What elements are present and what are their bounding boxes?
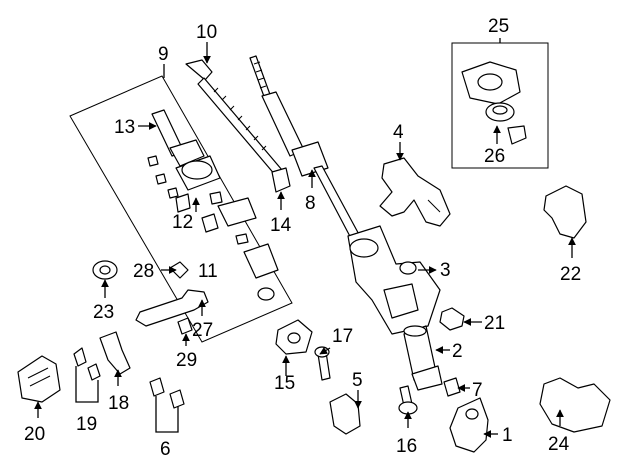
callout-25: 25 <box>488 16 509 37</box>
shaft-clamp-part[interactable] <box>271 167 291 193</box>
callout-21: 21 <box>484 313 505 334</box>
spring-part[interactable] <box>175 193 191 213</box>
intermediate-shaft-part[interactable] <box>185 59 283 177</box>
callout-14: 14 <box>270 215 292 236</box>
column-tube-part[interactable] <box>403 325 443 391</box>
callout-7: 7 <box>472 380 483 401</box>
lock-switch-part[interactable] <box>329 393 361 435</box>
callout-16: 16 <box>396 436 417 457</box>
callout-10: 10 <box>196 22 217 43</box>
parts-group-9-frame <box>69 75 293 343</box>
callout-24: 24 <box>548 434 570 455</box>
callout-3: 3 <box>440 260 451 281</box>
callout-28: 28 <box>133 261 154 282</box>
bolts-part[interactable] <box>149 377 185 409</box>
column-cover-part[interactable] <box>543 185 587 239</box>
callout-15: 15 <box>274 373 295 394</box>
callout-29: 29 <box>176 350 197 371</box>
callout-23: 23 <box>93 302 114 323</box>
leader-lines <box>34 38 576 438</box>
column-internal-parts[interactable] <box>147 109 279 301</box>
callout-22: 22 <box>560 264 581 285</box>
lock-housing-part[interactable] <box>275 319 313 355</box>
bracket-clips-part[interactable] <box>73 347 101 381</box>
callout-6: 6 <box>160 439 171 460</box>
callout-20: 20 <box>24 424 45 445</box>
switch-part[interactable] <box>201 213 219 233</box>
callout-4: 4 <box>393 122 404 143</box>
callout-labels: 10 9 13 25 4 26 8 14 12 22 3 28 11 23 27… <box>24 16 581 460</box>
callout-18: 18 <box>108 393 129 414</box>
callout-1: 1 <box>502 425 513 446</box>
callout-13: 13 <box>114 117 135 138</box>
cover-plate-part[interactable] <box>17 355 61 403</box>
callout-19: 19 <box>76 414 97 435</box>
key-cylinder-clip-part[interactable] <box>439 307 465 331</box>
tilt-lever-part[interactable] <box>135 289 209 327</box>
lever-knob-part[interactable] <box>177 317 193 335</box>
lower-yoke-part[interactable] <box>449 397 489 453</box>
retaining-ring-part[interactable] <box>507 125 527 145</box>
column-housing-part[interactable] <box>347 225 441 335</box>
support-bracket-part[interactable] <box>99 331 131 375</box>
callout-27: 27 <box>192 320 213 341</box>
clip-part[interactable] <box>169 261 189 279</box>
mount-bracket-part[interactable] <box>539 377 611 433</box>
callout-2: 2 <box>452 341 463 362</box>
callout-5: 5 <box>352 370 363 391</box>
bushing-part[interactable] <box>443 377 461 397</box>
key-cylinder-part[interactable] <box>398 385 418 415</box>
bearing-assembly-part[interactable] <box>461 61 521 122</box>
boot-part[interactable] <box>92 260 118 280</box>
steering-shaft-part[interactable] <box>249 55 363 245</box>
callout-9: 9 <box>158 44 169 65</box>
tilt-bracket-part[interactable] <box>379 157 451 227</box>
callout-11: 11 <box>198 261 218 282</box>
callout-26: 26 <box>484 146 505 167</box>
callout-8: 8 <box>305 193 316 214</box>
callout-17: 17 <box>332 326 353 347</box>
callout-12: 12 <box>172 212 193 233</box>
